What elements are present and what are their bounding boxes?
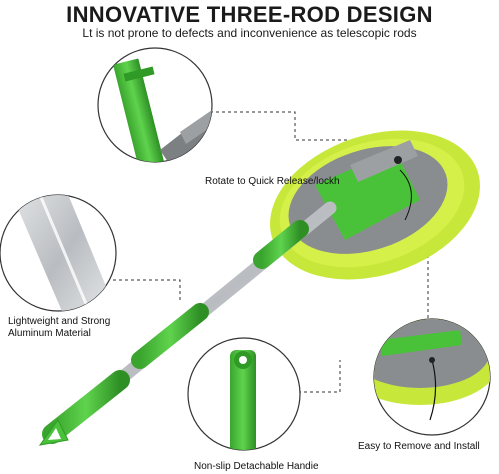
- page-subtitle: Lt is not prone to defects and inconveni…: [82, 26, 417, 40]
- leader-lightweight: [113, 279, 181, 300]
- caption-lightweight-line2: Aluminum Material: [8, 328, 91, 339]
- detail-circle-quick-release: [97, 47, 213, 163]
- mop-head: [270, 130, 480, 280]
- caption-lightweight-line1: Lightweight and Strong: [8, 316, 111, 327]
- page-title: INNOVATIVE THREE-ROD DESIGN: [66, 2, 433, 27]
- caption-quick-release: Rotate to Quick Release/lockh: [205, 176, 340, 187]
- detail-circle-remove-install: [373, 318, 491, 436]
- leader-quick-release: [210, 111, 350, 141]
- telescopic-pole: [38, 201, 337, 446]
- detail-circle-handle: [187, 337, 301, 451]
- caption-remove-install: Easy to Remove and Install: [358, 441, 480, 452]
- detail-circle-aluminum: [0, 194, 117, 312]
- leader-lines: [113, 111, 429, 393]
- leader-handle: [298, 360, 341, 393]
- caption-handle: Non-slip Detachable Handie: [194, 461, 319, 472]
